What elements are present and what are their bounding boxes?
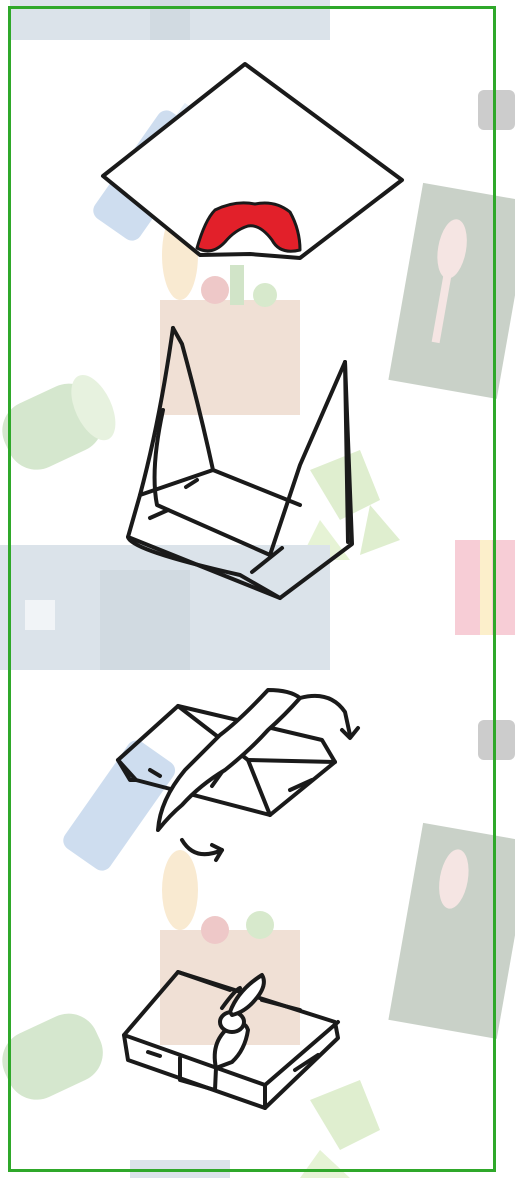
- green-frame: [8, 6, 496, 1172]
